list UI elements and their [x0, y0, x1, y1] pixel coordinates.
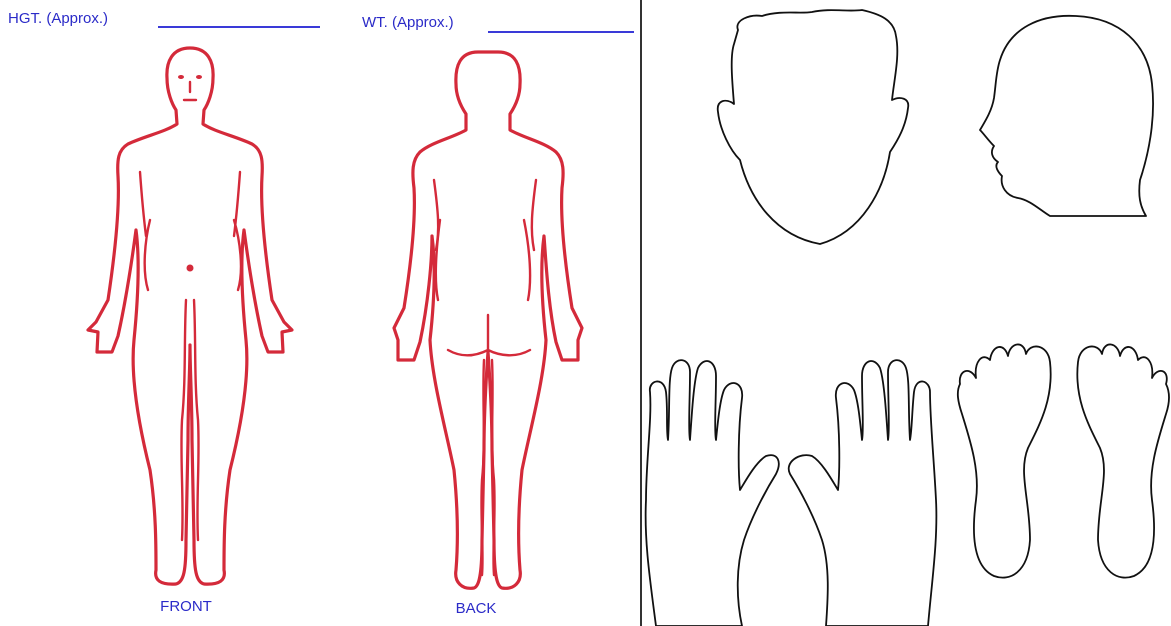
left-hand-outline: [646, 360, 779, 626]
back-view-label: BACK: [426, 600, 526, 617]
right-foot-outline: [1077, 344, 1169, 577]
back-body-figure: [394, 52, 582, 588]
front-body-figure: [88, 48, 292, 584]
left-foot-outline: [958, 344, 1051, 577]
head-profile-outline: [980, 16, 1153, 216]
right-hand-outline: [789, 360, 937, 626]
face-front-outline: [718, 10, 909, 244]
front-view-label: FRONT: [136, 598, 236, 615]
